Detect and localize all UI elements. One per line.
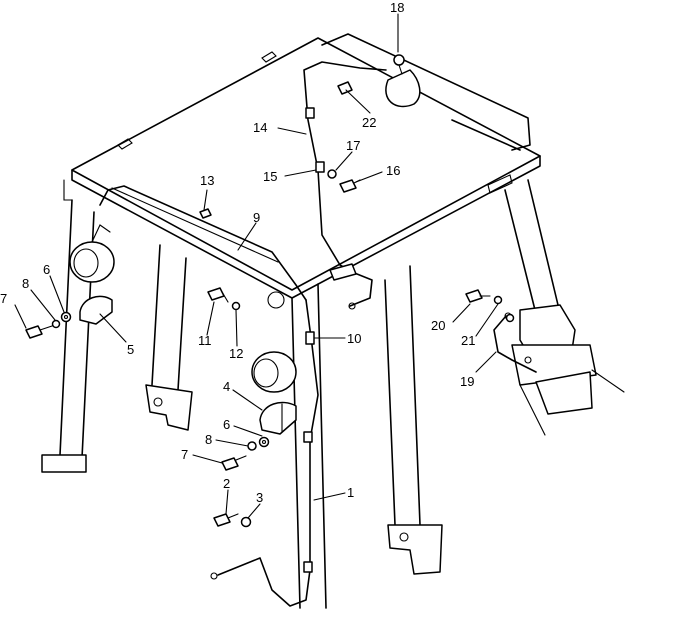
callout-22: 22 — [362, 115, 376, 130]
callout-7-center: 7 — [181, 447, 188, 462]
lamp-brackets — [79, 295, 297, 435]
callout-7-left: 7 — [0, 291, 7, 306]
harness-1 — [210, 299, 319, 607]
callout-11: 11 — [198, 333, 212, 348]
hardware — [25, 169, 515, 528]
callout-18: 18 — [390, 0, 404, 15]
callout-6-left: 6 — [43, 262, 50, 277]
callout-3: 3 — [256, 490, 263, 505]
callout-6-center: 6 — [223, 417, 230, 432]
callout-labels: 7 8 6 5 13 9 11 12 10 4 6 8 7 2 3 1 14 1… — [0, 0, 475, 505]
rear-lamp-assembly — [511, 304, 625, 436]
callout-13: 13 — [200, 173, 214, 188]
callout-15: 15 — [263, 169, 277, 184]
callout-1: 1 — [347, 485, 354, 500]
callout-5: 5 — [127, 342, 134, 357]
callout-2: 2 — [223, 476, 230, 491]
callout-20: 20 — [431, 318, 445, 333]
leader-lines — [14, 13, 499, 519]
canopy-legs — [41, 179, 559, 609]
callout-9: 9 — [253, 210, 260, 225]
canopy-roof — [71, 33, 541, 299]
front-left-work-lamp — [69, 224, 115, 283]
callout-14: 14 — [253, 120, 267, 135]
callout-19: 19 — [460, 374, 474, 389]
front-center-work-lamp — [251, 351, 297, 393]
callout-8-center: 8 — [205, 432, 212, 447]
callout-17: 17 — [346, 138, 360, 153]
callout-4: 4 — [223, 379, 230, 394]
callout-10: 10 — [347, 331, 361, 346]
callout-21: 21 — [461, 333, 475, 348]
roof-lamp — [385, 54, 421, 108]
harness-9 — [99, 185, 307, 309]
callout-8-left: 8 — [22, 276, 29, 291]
harness-14 — [303, 61, 387, 310]
callout-16: 16 — [386, 163, 400, 178]
callout-12: 12 — [229, 346, 243, 361]
